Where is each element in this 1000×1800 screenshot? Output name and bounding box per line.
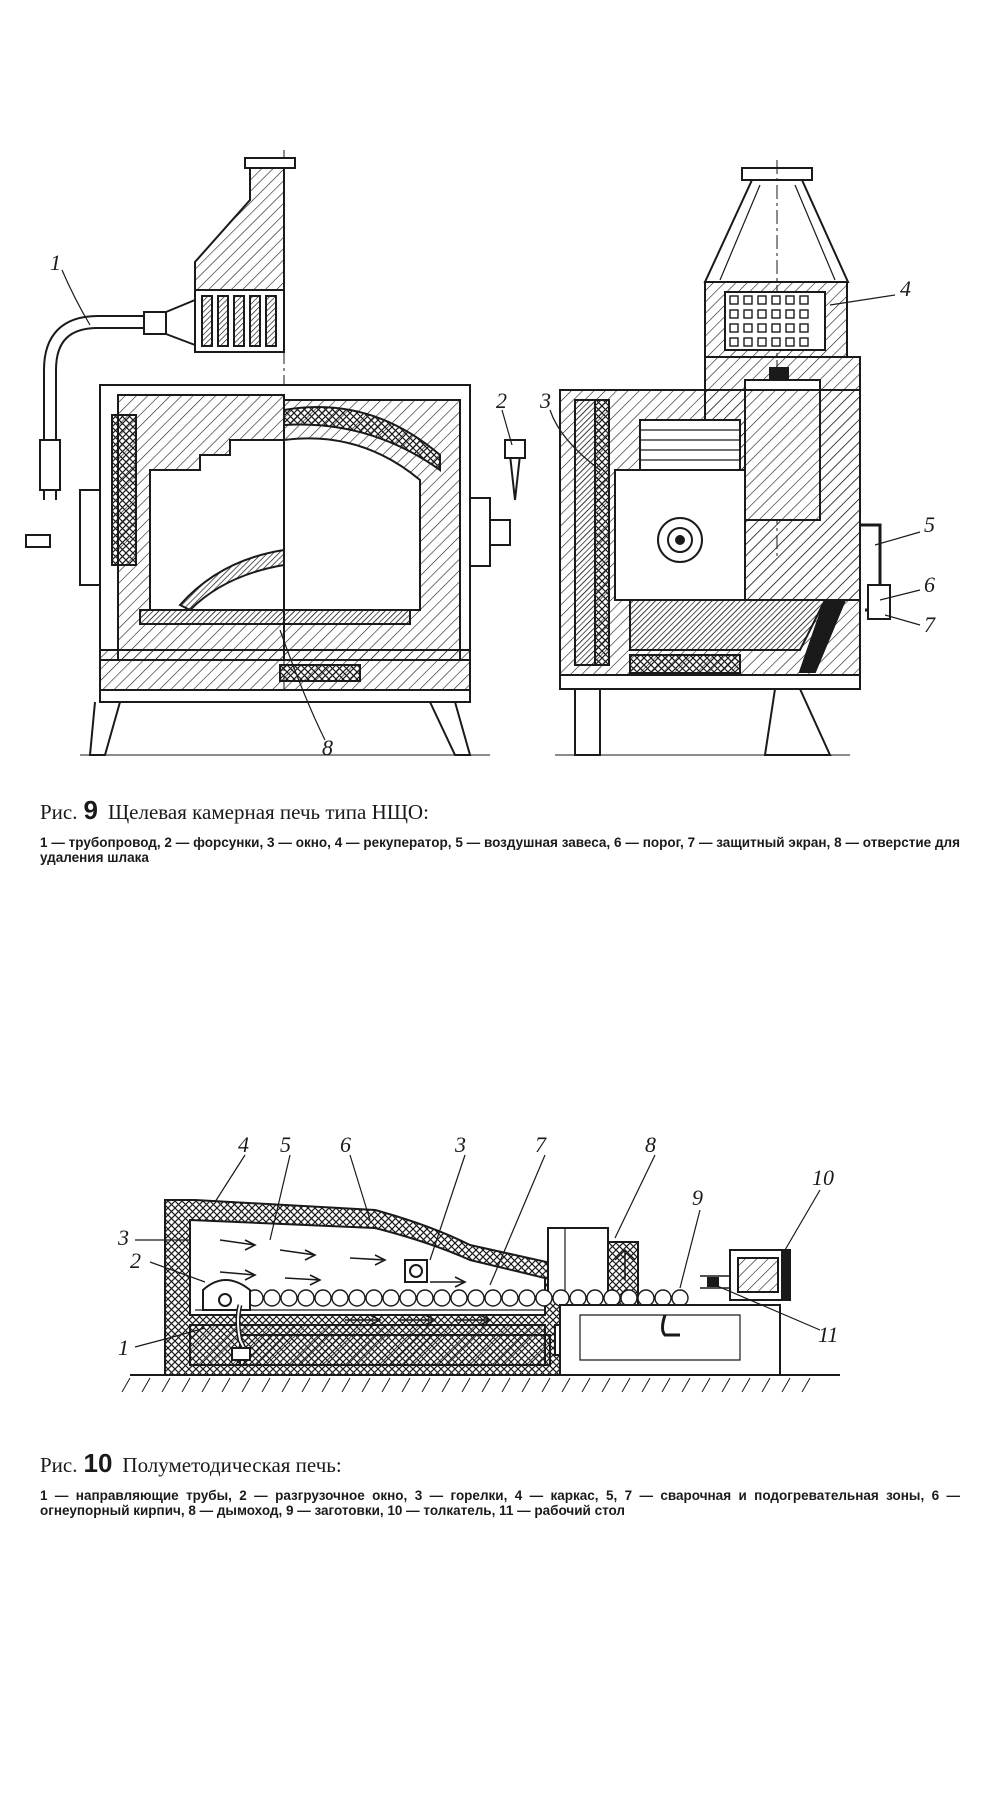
label-7: 7 [535,1132,547,1157]
fig9-labels: 1 2 3 4 5 6 7 8 [50,250,936,760]
label-11: 11 [818,1322,838,1347]
figure-title: Щелевая камерная печь типа НЩО: [107,800,429,824]
label-5: 5 [924,512,935,537]
label-9: 9 [692,1185,703,1210]
fig10-callouts [134,1154,821,1348]
label-1: 1 [50,250,61,275]
label-4: 4 [238,1132,249,1157]
label-10: 10 [812,1165,834,1190]
label-1: 1 [118,1335,129,1360]
label-3: 3 [539,388,551,413]
figure-10-drawing: 1 2 3 4 5 6 3 7 8 9 10 11 [117,1132,840,1393]
figure-title: Полуметодическая печь: [122,1453,342,1477]
figure-number: 10 [83,1448,113,1478]
label-5: 5 [280,1132,291,1157]
fig9-callouts [61,269,921,741]
figure-number: 9 [83,795,98,825]
fig10-labels: 1 2 3 4 5 6 3 7 8 9 10 11 [117,1132,838,1360]
label-2: 2 [496,388,507,413]
figure-9-caption: Рис.9 Щелевая камерная печь типа НЩО: [40,795,429,826]
label-7: 7 [924,612,936,637]
label-2: 2 [130,1248,141,1273]
furnace-left-view [25,150,526,756]
label-4: 4 [900,276,911,301]
figure-9-drawing: 1 2 3 4 5 6 7 8 [25,150,936,760]
figure-10-caption: Рис.10 Полуметодическая печь: [40,1448,342,1479]
label-8: 8 [645,1132,656,1157]
figure-9-legend: 1 — трубопровод, 2 — форсунки, 3 — окно,… [40,835,960,865]
gas-flow-arrows [219,1239,492,1326]
recuperator-grid [729,295,809,347]
label-6: 6 [340,1132,351,1157]
caption-prefix: Рис. [40,1453,78,1477]
furnace-right-view [555,160,891,756]
label-3-left: 3 [117,1225,129,1250]
figure-10-legend: 1 — направляющие трубы, 2 — разгрузочное… [40,1488,960,1518]
semi-methodical-furnace [121,1199,840,1393]
label-6: 6 [924,572,935,597]
label-8: 8 [322,735,333,760]
caption-prefix: Рис. [40,800,78,824]
label-3-center: 3 [454,1132,466,1157]
